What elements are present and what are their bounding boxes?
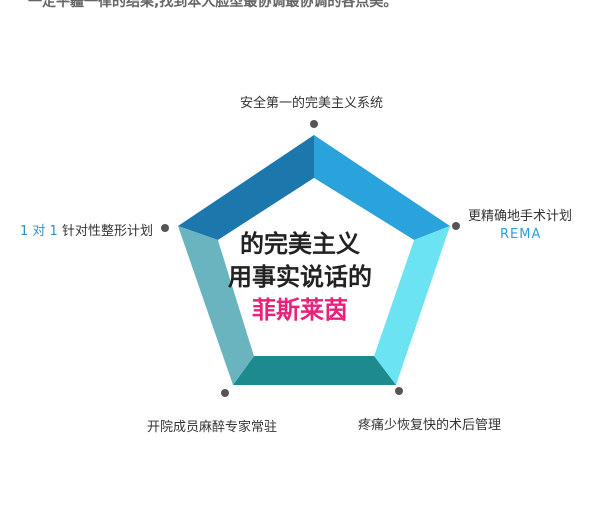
- label-left-text: 针对性整形计划: [61, 224, 153, 239]
- face-left: [178, 226, 254, 385]
- face-right: [374, 226, 450, 385]
- center-brand: 菲斯莱茵: [252, 296, 348, 324]
- dot-right: [452, 222, 460, 230]
- label-left-prefix: 1 对 1: [20, 224, 58, 239]
- dot-left: [161, 224, 169, 232]
- label-right: 更精确地手术计划: [468, 209, 573, 224]
- center-title: 的完美主义 用事实说话的 菲斯莱茵: [210, 228, 390, 327]
- face-top-right: [314, 135, 450, 240]
- face-bottom: [233, 356, 396, 385]
- top-caption: 一定平疆一律的结果,找到本人脸型最协调最协调的各点美。: [28, 0, 398, 10]
- dot-bottom-right: [395, 387, 403, 395]
- label-bottom-right: 疼痛少恢复快的术后管理: [358, 418, 502, 433]
- face-top-left: [178, 135, 314, 240]
- dot-bottom-left: [221, 389, 229, 397]
- center-line-2: 用事实说话的: [228, 263, 372, 291]
- inner-pentagon: [218, 178, 414, 356]
- dot-top: [310, 120, 318, 128]
- center-line-1: 的完美主义: [240, 230, 360, 258]
- label-top: 安全第一的完美主义系统: [240, 96, 384, 111]
- label-bottom-left: 开院成员麻醉专家常驻: [147, 420, 278, 435]
- label-left: 1 对 1 针对性整形计划: [20, 220, 153, 239]
- label-right-sub: REMA: [500, 227, 542, 242]
